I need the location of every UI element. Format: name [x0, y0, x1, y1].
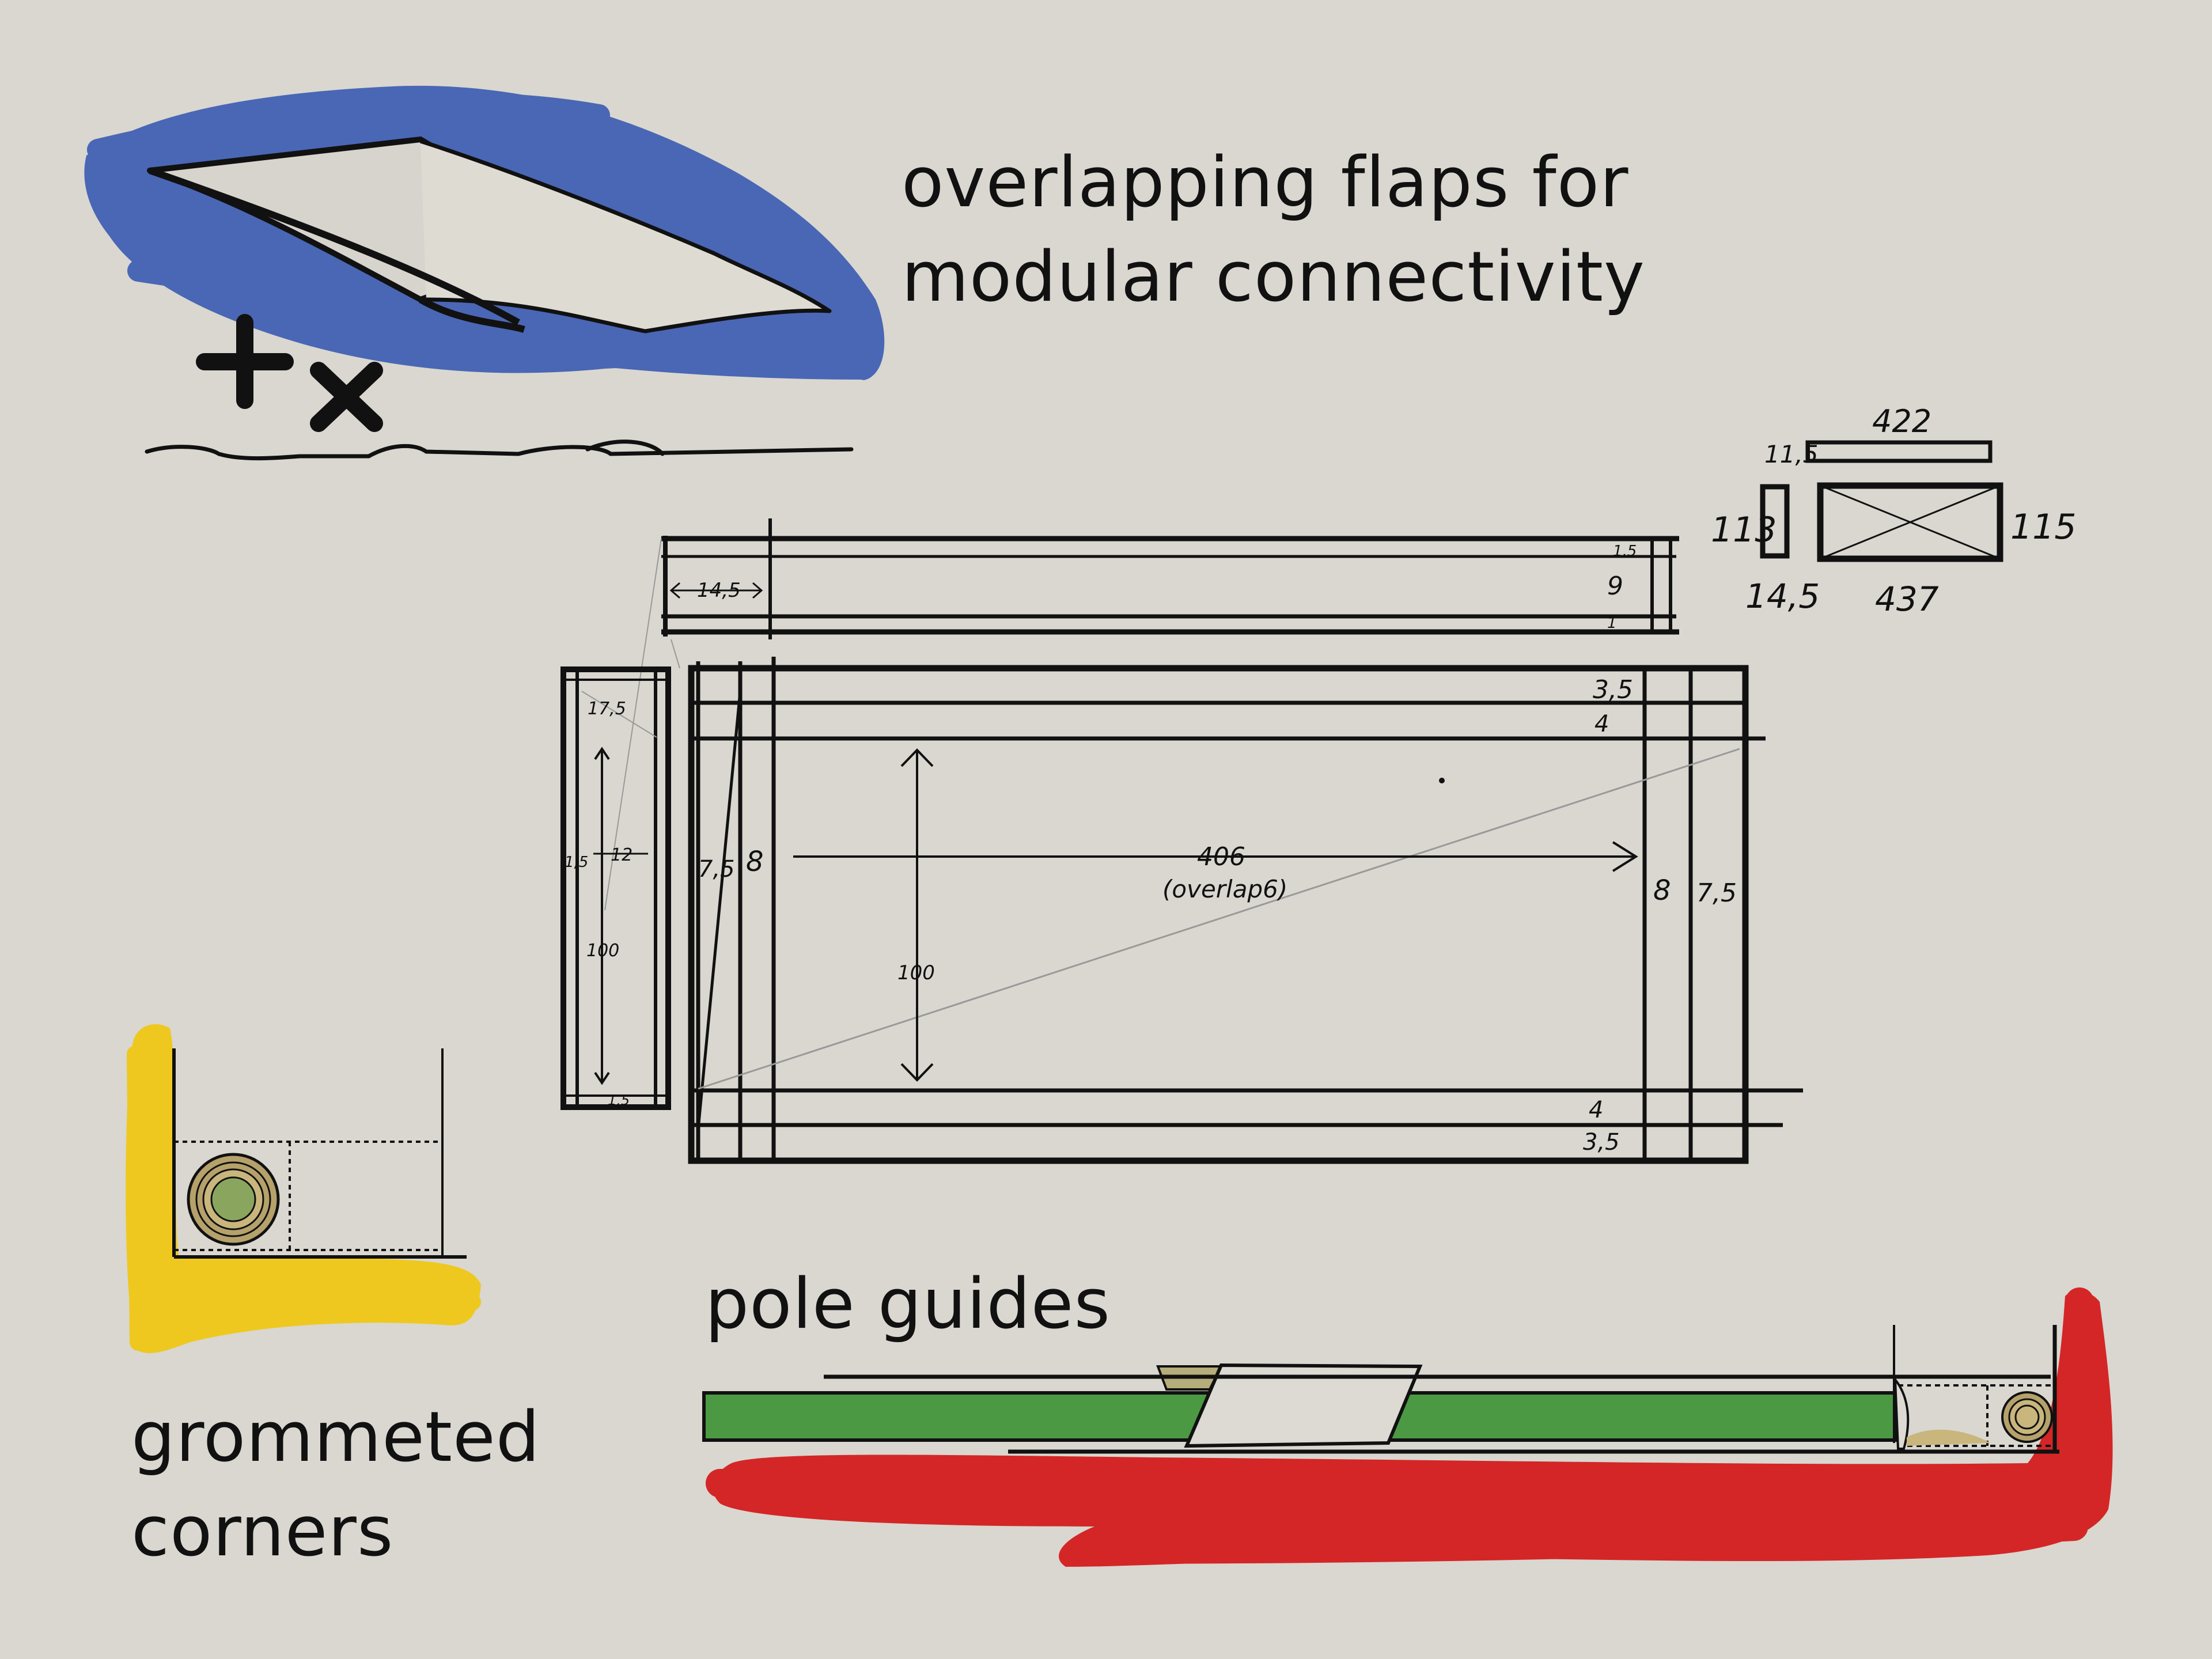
box-detail	[1760, 440, 2003, 562]
main-panel-labels: 3,5 4 4 3,5 7,5 8 8 7,5 406 (overlap6) 1…	[698, 675, 1737, 1156]
dim-box-left: 113	[1711, 510, 1777, 550]
dim-panel-right2: 7,5	[1696, 878, 1737, 908]
dim-panel-top2: 4	[1594, 711, 1609, 737]
side-strip-labels: 17,5 1,5 12 100 1,5	[565, 699, 632, 1108]
cross-icon	[310, 362, 383, 432]
dim-box-bottom: 437	[1875, 579, 1939, 619]
dim-side-mid: 12	[611, 845, 632, 865]
caption-pole-guides: pole guides	[705, 1264, 1111, 1344]
grommet-corner-illustration	[126, 1024, 481, 1354]
ground-line	[145, 440, 854, 461]
dim-panel-left1: 7,5	[698, 856, 735, 882]
dim-strip-r2: 1	[1607, 615, 1617, 632]
dim-panel-top1: 3,5	[1593, 675, 1633, 704]
dim-box-right: 115	[2010, 507, 2077, 547]
dim-panel-width: 406	[1197, 842, 1245, 872]
flaps-illustration	[84, 85, 885, 461]
pole-grommet-icon	[2001, 1391, 2053, 1443]
box-labels: 422 11,5 113 115 14,5 437	[1711, 403, 2077, 619]
dim-panel-height: 100	[897, 961, 935, 984]
dim-strip-width: 14,5	[697, 579, 741, 602]
dim-panel-left2: 8	[746, 846, 764, 878]
side-strip	[560, 666, 671, 1110]
main-panel	[688, 657, 1803, 1164]
yellow-scribble	[126, 1024, 481, 1354]
plus-icon	[196, 314, 294, 409]
dim-box-thin: 11,5	[1764, 440, 1819, 468]
dim-strip-r1: 1,5	[1613, 543, 1637, 560]
dim-side-top: 17,5	[588, 699, 626, 719]
dim-strip-gap: 9	[1607, 571, 1623, 601]
dim-panel-bottom1: 4	[1589, 1097, 1603, 1123]
pole-sleeve	[1184, 1363, 1423, 1448]
dim-side-bottom: 1,5	[608, 1092, 630, 1108]
caption-grommeted-corners: grommeted corners	[131, 1397, 540, 1572]
caption-overlapping-flaps: overlapping flaps for modular connectivi…	[902, 143, 1646, 317]
dim-box-bottom-left: 14,5	[1745, 577, 1820, 616]
top-strip-labels: 14,5 9 1,5 1	[697, 543, 1637, 632]
dim-panel-bottom2: 3,5	[1583, 1129, 1620, 1156]
flap-edge	[149, 167, 525, 333]
grommet-icon	[187, 1153, 280, 1246]
top-strip	[604, 518, 1679, 911]
dim-side-h: 1,5	[565, 854, 588, 871]
dim-side-length: 100	[586, 941, 619, 961]
dim-panel-right1: 8	[1653, 874, 1671, 907]
pole-guide-illustration	[702, 1287, 2113, 1567]
flap-bottom	[419, 139, 832, 334]
dim-box-top: 422	[1872, 403, 1931, 440]
dim-panel-overlap: (overlap6)	[1162, 875, 1287, 903]
